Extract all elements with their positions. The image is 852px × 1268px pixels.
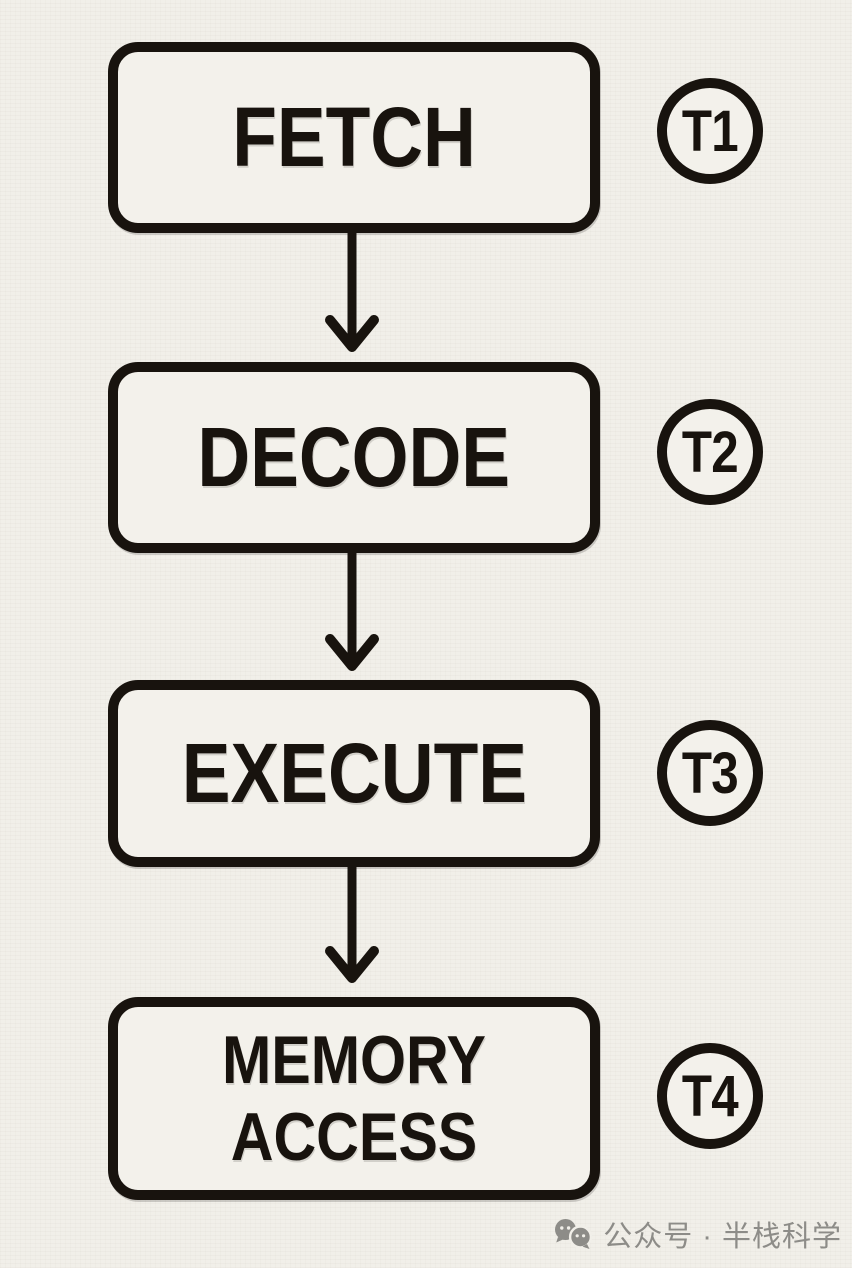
watermark-text: 公众号 · 半栈科学 — [603, 1221, 842, 1253]
stage-box-fetch: FETCH — [108, 42, 600, 233]
arrow-down-icon — [312, 550, 392, 675]
timing-badge-t1-label: T1 — [682, 98, 739, 164]
watermark: 公众号 · 半栈科学 — [552, 1212, 842, 1256]
arrow-down-icon — [312, 231, 392, 356]
timing-badge-t2: T2 — [657, 399, 763, 505]
timing-badge-t3-label: T3 — [682, 740, 739, 806]
stage-label-execute: EXECUTE — [181, 726, 527, 821]
stage-label-fetch: FETCH — [232, 90, 476, 185]
stage-box-execute: EXECUTE — [108, 680, 600, 867]
stage-label-decode: DECODE — [197, 410, 511, 505]
stage-box-decode: DECODE — [108, 362, 600, 553]
stage-box-memory-access: MEMORY ACCESS — [108, 997, 600, 1200]
stage-label-memory-access: MEMORY ACCESS — [221, 1022, 487, 1175]
timing-badge-t1: T1 — [657, 78, 763, 184]
timing-badge-t4: T4 — [657, 1043, 763, 1149]
arrow-down-icon — [312, 862, 392, 987]
timing-badge-t3: T3 — [657, 720, 763, 826]
timing-badge-t2-label: T2 — [682, 419, 739, 485]
wechat-chat-bubbles-icon — [552, 1218, 594, 1250]
timing-badge-t4-label: T4 — [682, 1063, 739, 1129]
